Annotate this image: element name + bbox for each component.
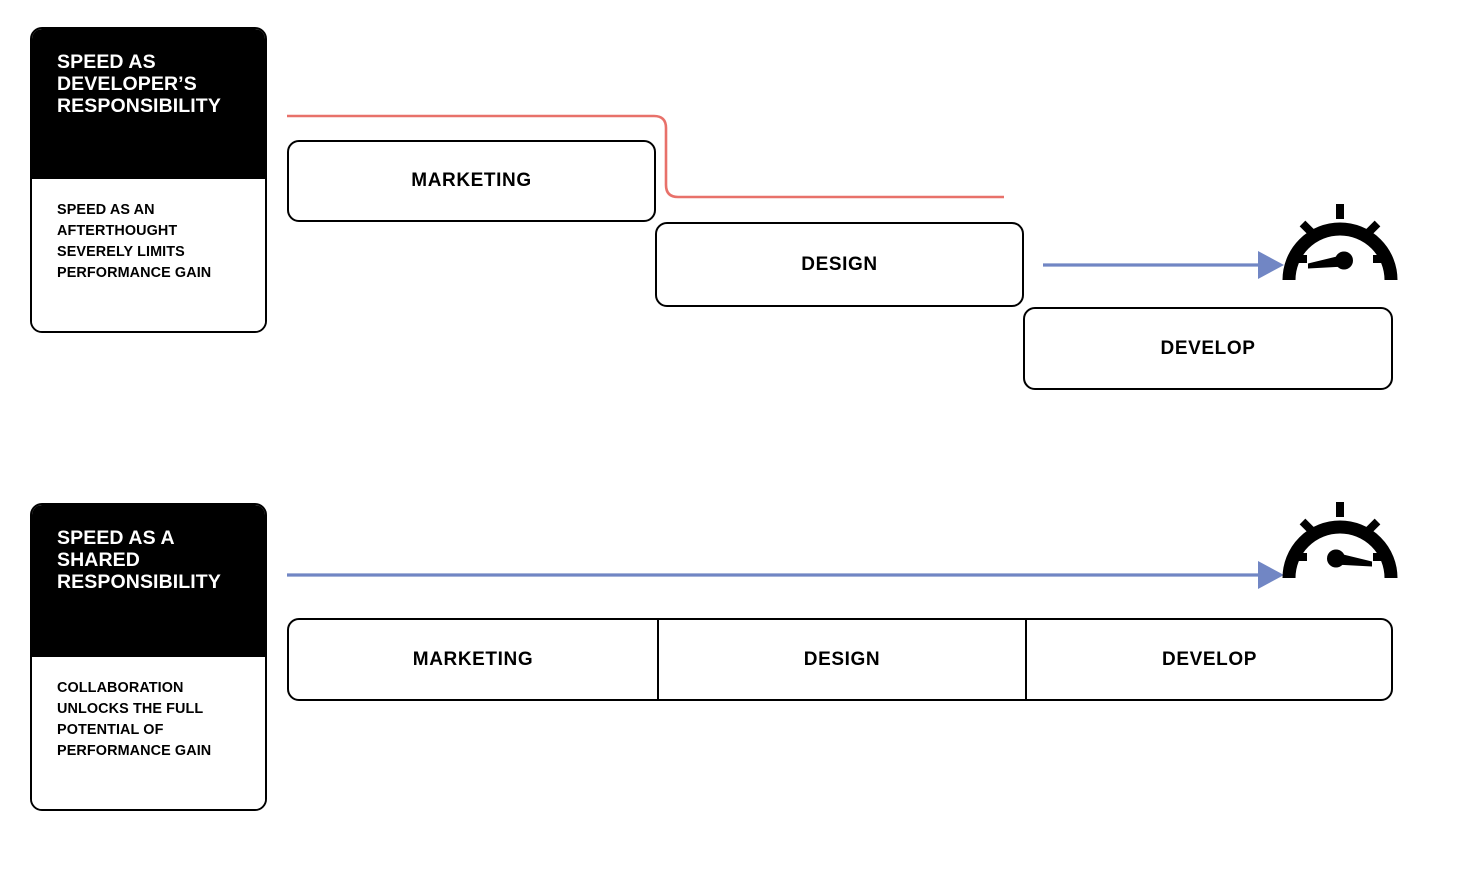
stage-box-develop-shared[interactable]: DEVELOP [1025, 620, 1392, 699]
label-card-shared-responsibility: SPEED AS A SHARED RESPONSIBILITY COLLABO… [30, 503, 267, 811]
gauge-dial [1289, 502, 1391, 578]
stage-label: MARKETING [412, 648, 534, 670]
stage-label: DEVELOP [1162, 648, 1257, 670]
red-stepped-connector [287, 114, 1004, 199]
speedometer-icon-low [1289, 204, 1391, 280]
label-card-body: COLLABORATION UNLOCKS THE FULL POTENTIAL… [32, 657, 265, 809]
gauge-hub [1335, 251, 1353, 270]
stage-label: DEVELOP [1160, 337, 1256, 359]
stage-box-develop-sequential[interactable]: DEVELOP [1023, 307, 1393, 390]
label-card-header: SPEED AS DEVELOPER’S RESPONSIBILITY [32, 29, 265, 179]
label-card-title: SPEED AS A SHARED RESPONSIBILITY [57, 527, 221, 594]
label-card-title: SPEED AS DEVELOPER’S RESPONSIBILITY [57, 51, 221, 118]
stage-label: MARKETING [411, 170, 532, 191]
stage-box-design-shared[interactable]: DESIGN [657, 620, 1025, 699]
label-card-developers-responsibility: SPEED AS DEVELOPER’S RESPONSIBILITY SPEE… [30, 27, 267, 333]
blue-arrow-sequential [1043, 251, 1284, 279]
label-card-header: SPEED AS A SHARED RESPONSIBILITY [32, 505, 265, 657]
label-card-description: COLLABORATION UNLOCKS THE FULL POTENTIAL… [57, 680, 212, 759]
blue-arrow-head [1258, 251, 1284, 279]
shared-stage-bar: MARKETING DESIGN DEVELOP [287, 618, 1393, 701]
stage-label: DESIGN [803, 648, 881, 670]
stage-box-marketing-sequential[interactable]: MARKETING [287, 140, 656, 222]
gauge-dial [1289, 204, 1391, 280]
blue-arrow-shared [287, 561, 1284, 589]
stage-box-marketing-shared[interactable]: MARKETING [289, 620, 657, 699]
blue-arrow-head [1258, 561, 1284, 589]
stage-box-design-sequential[interactable]: DESIGN [655, 222, 1024, 307]
gauge-hub [1327, 549, 1345, 568]
stage-label: DESIGN [801, 253, 878, 275]
label-card-description: SPEED AS AN AFTERTHOUGHT SEVERELY LIMITS… [57, 202, 212, 281]
label-card-body: SPEED AS AN AFTERTHOUGHT SEVERELY LIMITS… [32, 179, 265, 331]
speedometer-icon-high [1289, 502, 1391, 578]
